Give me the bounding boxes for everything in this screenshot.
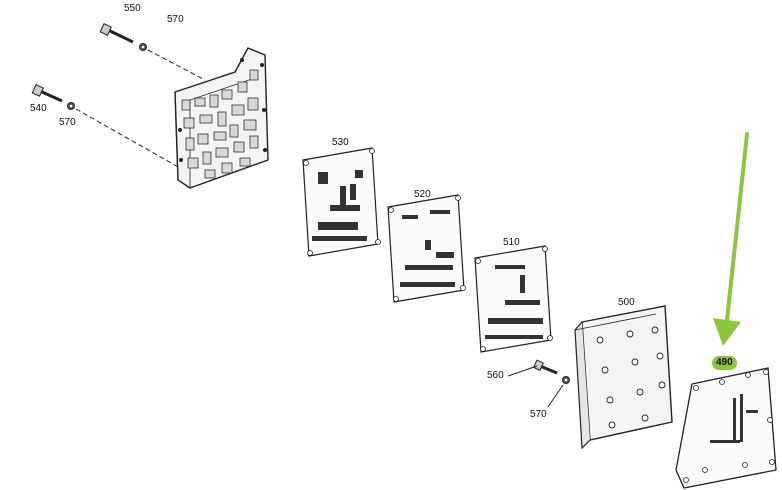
bolt-550 [99, 23, 134, 44]
callout-560: 560 [487, 370, 504, 381]
washer-570-top [139, 43, 147, 51]
bolt-540 [31, 84, 63, 103]
callout-530: 530 [332, 137, 349, 148]
callout-570-mid: 570 [59, 117, 76, 128]
highlight-arrow [713, 132, 749, 346]
leader-570-bottom [547, 384, 564, 408]
callout-570-bottom: 570 [530, 409, 547, 420]
cover-500 [574, 305, 673, 450]
callout-550: 550 [124, 3, 141, 14]
plate-530 [302, 147, 381, 257]
washer-570-bottom [562, 376, 570, 384]
callout-520: 520 [414, 189, 431, 200]
callout-510: 510 [503, 237, 520, 248]
plate-520 [387, 194, 466, 303]
callout-500: 500 [618, 297, 635, 308]
callout-570-top: 570 [167, 14, 184, 25]
bolt-560 [532, 359, 558, 375]
plate-510 [474, 245, 553, 353]
washer-570-mid [67, 102, 75, 110]
gasket-490 [675, 367, 777, 489]
leader-550 [147, 49, 206, 81]
callout-540: 540 [30, 103, 47, 114]
leader-560 [507, 365, 538, 377]
valve-body [174, 47, 269, 189]
callout-490-highlighted: 490 [712, 356, 737, 370]
leader-540 [75, 108, 181, 169]
